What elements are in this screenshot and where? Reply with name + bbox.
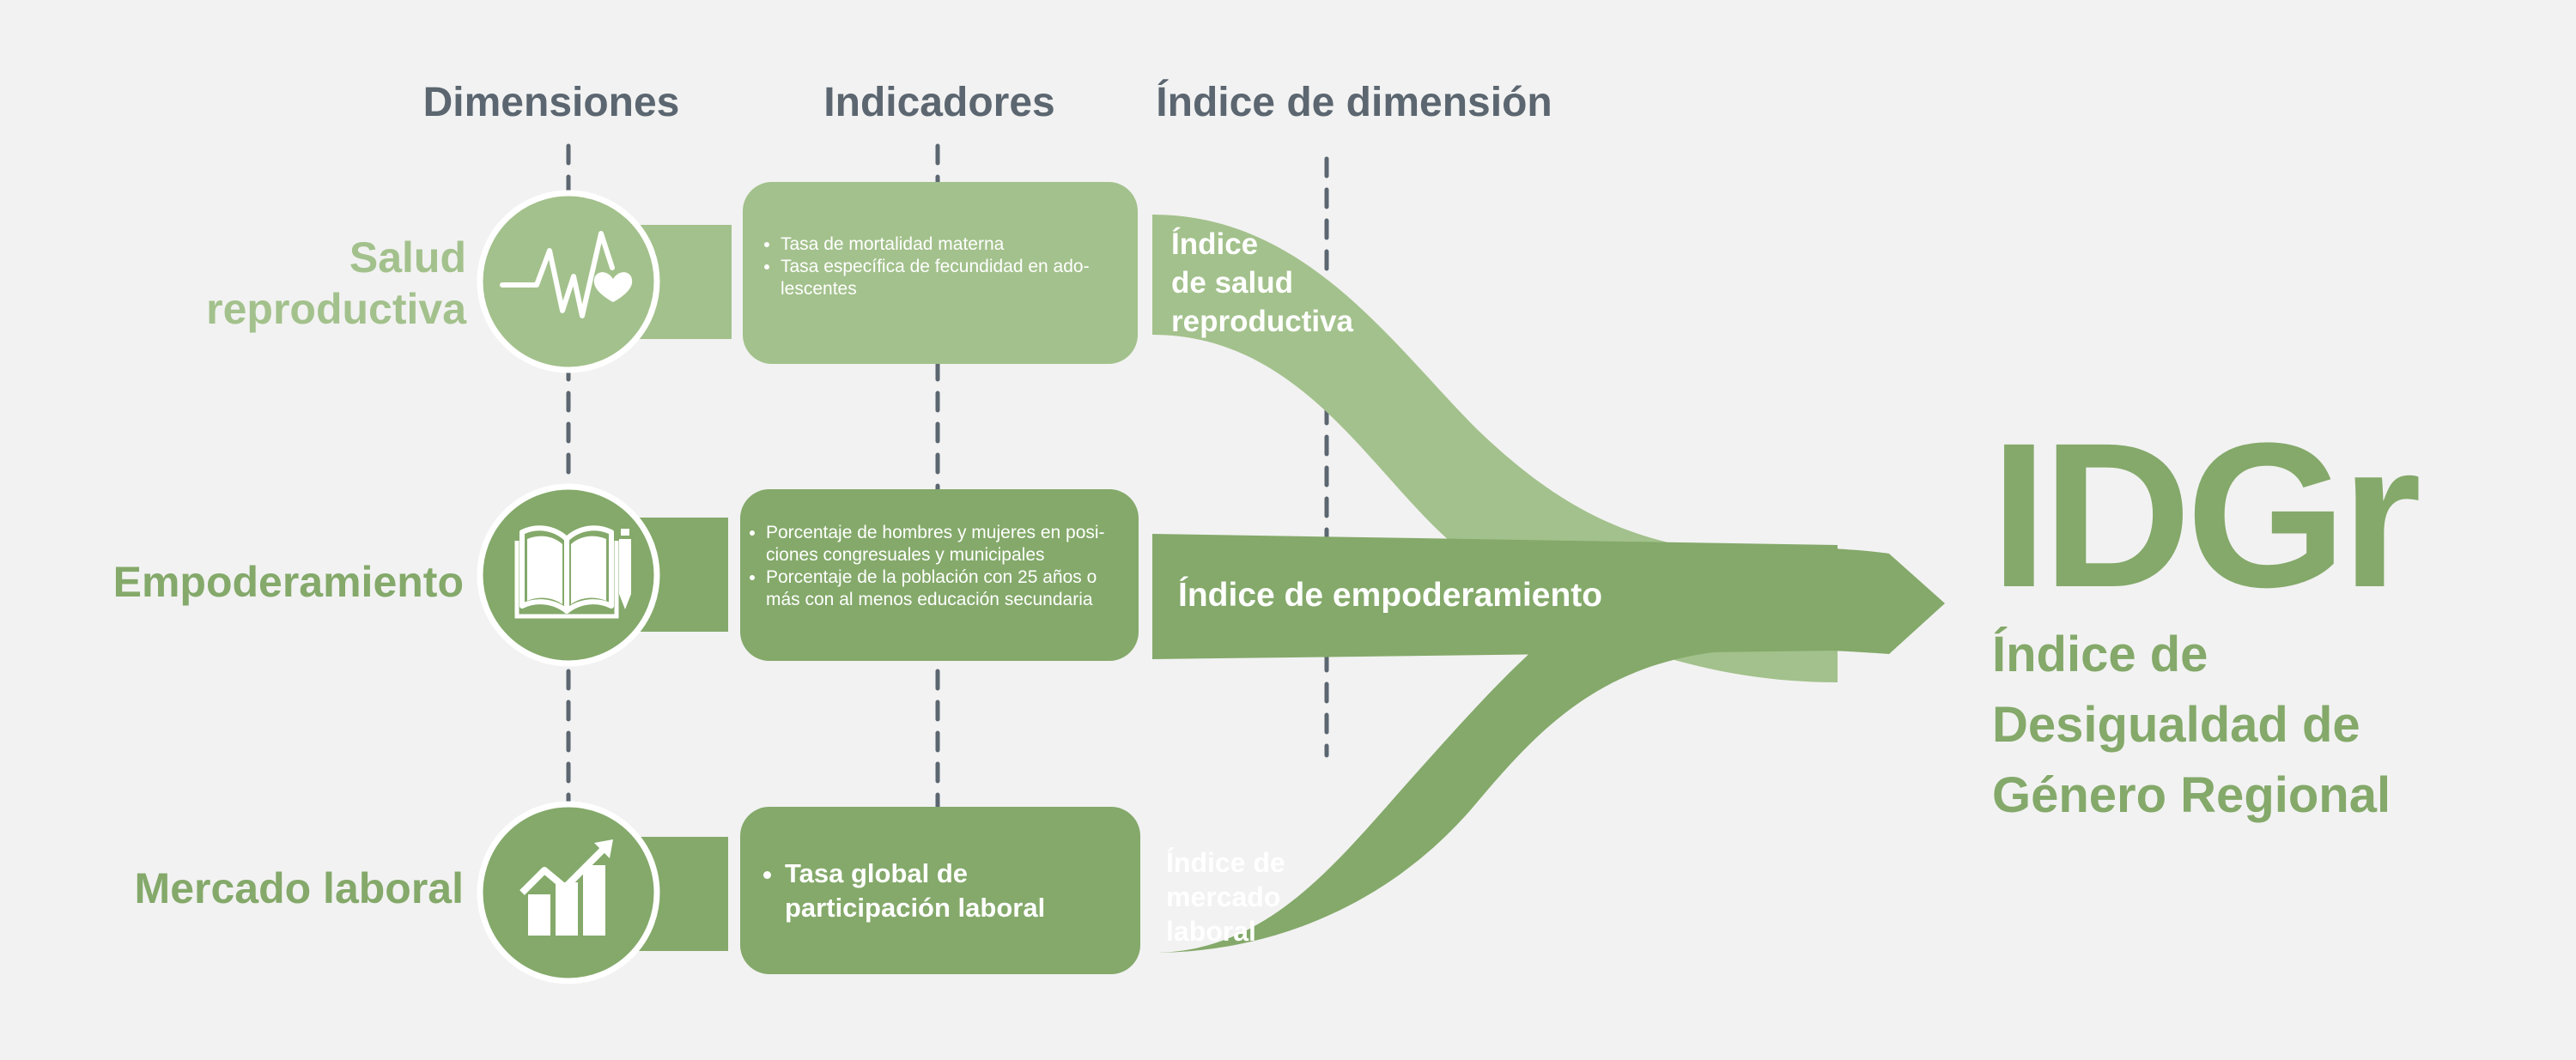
heartbeat-heart-icon xyxy=(500,231,633,318)
dimension-label-mercado: Mercado laboral xyxy=(134,864,464,912)
index-label-salud: Índice de salud reproductiva xyxy=(1171,227,1353,338)
indicator-box-mercado: Tasa global de participación laboral xyxy=(740,807,1140,974)
indicator-item: Tasa de mortalidad materna xyxy=(781,233,1114,256)
dimension-label-salud: Salud reproductiva xyxy=(206,233,466,333)
bar-chart-growth-icon xyxy=(519,839,613,936)
index-label-empoderamiento: Índice de empoderamiento xyxy=(1178,577,1603,614)
result-subtitle: Índice de Desigualdad de Género Regional xyxy=(1992,627,2391,823)
header-indicators: Indicadores xyxy=(823,80,1055,125)
header-dimensions: Dimensiones xyxy=(422,80,680,125)
dimension-label-empoderamiento: Empoderamiento xyxy=(112,558,464,606)
indicator-box-empoderamiento: Porcentaje de hombres y mujeres en posi-… xyxy=(740,489,1139,661)
indicator-box-salud: Tasa de mortalidad materna Tasa específi… xyxy=(743,182,1138,364)
index-label-mercado: Índice de mercado laboral xyxy=(1166,847,1285,947)
flow-mercado-laboral xyxy=(1152,547,1945,953)
result-title: IDGr xyxy=(1990,400,2421,630)
indicator-item: Porcentaje de la población con 25 años o… xyxy=(766,566,1118,611)
circle-salud xyxy=(477,190,660,373)
indicator-item: Tasa global de participación laboral xyxy=(785,857,1072,925)
header-dimension-index: Índice de dimensión xyxy=(1156,80,1552,125)
indicator-item: Tasa específica de fecundidad en ado-les… xyxy=(781,256,1114,300)
book-pencil-icon xyxy=(514,525,631,619)
indicator-item: Porcentaje de hombres y mujeres en posi-… xyxy=(766,522,1118,566)
